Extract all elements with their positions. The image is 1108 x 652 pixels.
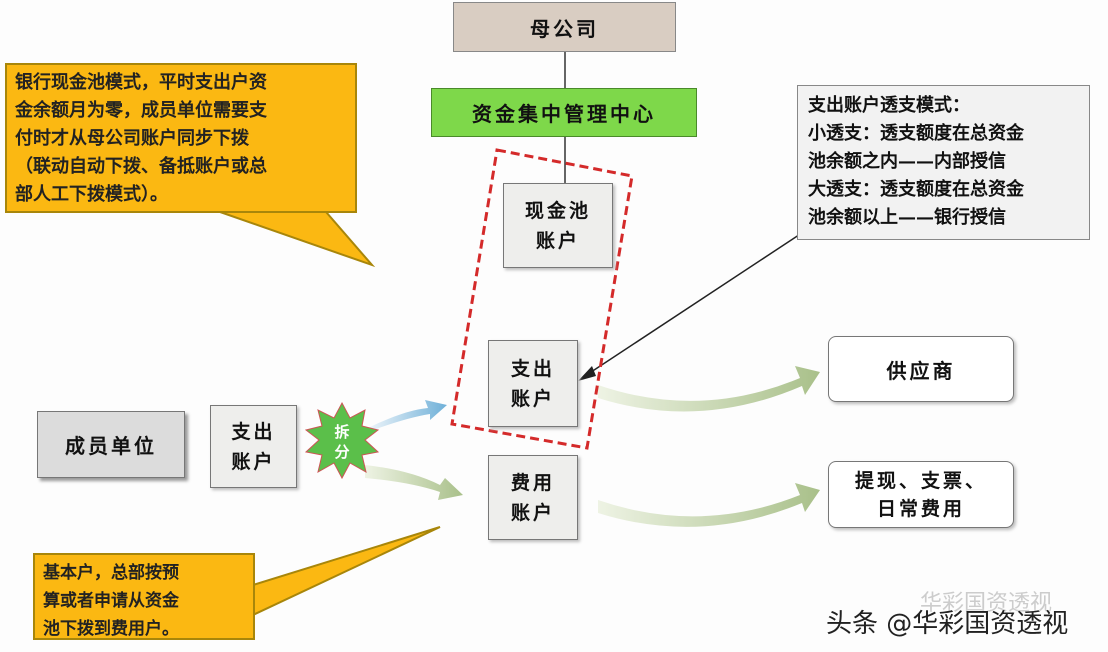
parent-company-label: 母公司 <box>530 16 599 41</box>
flow-arrow-pay <box>368 400 447 432</box>
label: 提现、支票、 <box>854 469 987 492</box>
pay-account-note: 支出账户 <box>488 340 578 427</box>
flow-arrow-expense <box>365 465 463 500</box>
member-unit-box: 成员单位 <box>37 411 185 478</box>
supplier-box: 供应商 <box>828 336 1014 402</box>
watermark-faint: 华彩国资透视 <box>920 591 1053 616</box>
label: 支出 <box>510 357 555 380</box>
split-label: 拆分 <box>322 420 362 464</box>
callout-line: 付时才从母公司账户同步下拨 <box>15 128 249 149</box>
label: 账户 <box>510 387 555 410</box>
label: 现金池 <box>524 199 591 222</box>
management-center-box: 资金集中管理中心 <box>431 88 697 137</box>
callout-line: 大透支：透支额度在总资金 <box>808 179 1024 200</box>
label: 分 <box>334 443 350 461</box>
callout-top-tail <box>199 204 376 268</box>
callout-line: 部人工下拨模式）。 <box>15 184 168 205</box>
callout-line: 银行现金池模式，平时支出户资 <box>15 72 267 93</box>
callout-line: 算或者申请从资金 <box>43 591 179 611</box>
expense-account-note: 费用账户 <box>488 455 578 540</box>
label: 拆 <box>334 423 350 441</box>
label: 费用 <box>510 471 555 494</box>
member-unit-label: 成员单位 <box>65 434 157 458</box>
split-starburst <box>304 401 380 480</box>
label: 账户 <box>510 501 555 524</box>
label: 日常费用 <box>876 497 965 520</box>
supplier-label: 供应商 <box>886 358 956 383</box>
member-pay-account-note: 支出账户 <box>210 405 297 488</box>
label: 支出 <box>231 420 276 443</box>
callout-line: 金余额月为零，成员单位需要支 <box>15 100 267 121</box>
callout-line: 基本户，总部按预 <box>43 563 179 583</box>
flow-arrow-cash-out <box>598 483 820 527</box>
label: 账户 <box>231 450 276 473</box>
parent-company-box: 母公司 <box>453 2 676 52</box>
callout-line: 支出账户透支模式： <box>808 95 970 116</box>
cash-pool-dashed-frame <box>450 148 634 450</box>
flow-arrow-supplier <box>598 366 820 412</box>
callout-top: 银行现金池模式，平时支出户资 金余额月为零，成员单位需要支 付时才从母公司账户同… <box>5 63 357 213</box>
management-center-label: 资金集中管理中心 <box>472 102 656 126</box>
callout-line: 小透支：透支额度在总资金 <box>808 123 1024 144</box>
callout-bottom-tail <box>252 526 441 617</box>
arrow-head <box>578 366 596 381</box>
cash-pool-account-note: 现金池账户 <box>503 183 613 268</box>
callout-line: 池下拨到费用户。 <box>43 619 179 639</box>
callout-line: （联动自动下拨、备抵账户或总 <box>15 156 267 177</box>
callout-bottom: 基本户，总部按预 算或者申请从资金 池下拨到费用户。 <box>33 553 255 640</box>
watermark: 头条 @华彩国资透视 <box>826 609 1069 639</box>
callout-right: 支出账户透支模式： 小透支：透支额度在总资金 池余额之内——内部授信 大透支：透… <box>797 85 1090 240</box>
callout-line: 池余额之内——内部授信 <box>808 151 1006 172</box>
label: 账户 <box>535 229 580 252</box>
callout-line: 池余额以上——银行授信 <box>808 207 1006 228</box>
cash-out-box: 提现、支票、日常费用 <box>828 461 1014 528</box>
